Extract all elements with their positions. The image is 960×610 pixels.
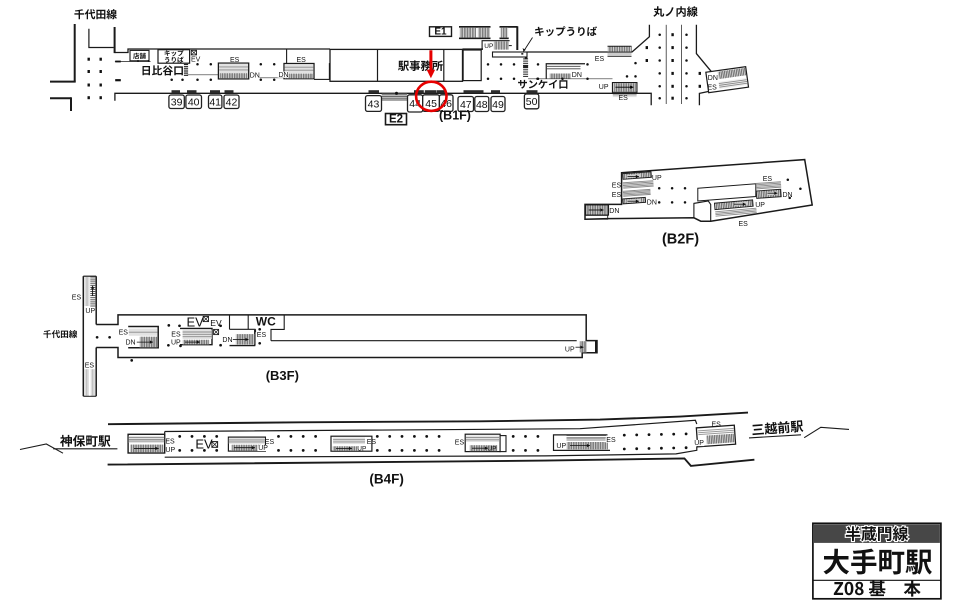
svg-text:40: 40 bbox=[188, 97, 200, 109]
svg-text:DN: DN bbox=[222, 337, 232, 344]
svg-text:E2: E2 bbox=[389, 114, 403, 126]
svg-text:E1: E1 bbox=[434, 27, 447, 38]
svg-text:UP: UP bbox=[599, 84, 609, 91]
svg-text:UP: UP bbox=[165, 447, 175, 454]
svg-text:UP: UP bbox=[694, 440, 704, 447]
svg-text:49: 49 bbox=[492, 99, 504, 111]
svg-text:DN: DN bbox=[609, 208, 619, 215]
svg-text:ES: ES bbox=[72, 294, 82, 301]
svg-text:DN: DN bbox=[708, 75, 718, 82]
svg-text:UP: UP bbox=[565, 346, 575, 353]
svg-text:UP: UP bbox=[357, 445, 366, 452]
svg-text:UP: UP bbox=[85, 308, 95, 315]
svg-text:UP: UP bbox=[258, 445, 268, 452]
svg-text:DN: DN bbox=[783, 192, 793, 199]
svg-text:ES: ES bbox=[257, 332, 267, 339]
svg-text:ES: ES bbox=[367, 439, 377, 446]
svg-text:43: 43 bbox=[368, 98, 380, 110]
svg-text:ES: ES bbox=[85, 363, 95, 370]
svg-text:45: 45 bbox=[425, 98, 437, 110]
svg-text:ES: ES bbox=[739, 221, 749, 228]
svg-text:DN: DN bbox=[250, 72, 260, 79]
svg-text:UP: UP bbox=[487, 446, 496, 453]
svg-text:DN: DN bbox=[279, 72, 289, 79]
svg-text:DN: DN bbox=[126, 340, 136, 347]
svg-text:ES: ES bbox=[595, 56, 605, 63]
svg-text:50: 50 bbox=[526, 96, 538, 108]
svg-text:UP: UP bbox=[755, 202, 765, 209]
svg-text:48: 48 bbox=[476, 99, 488, 111]
svg-text:ES: ES bbox=[612, 183, 622, 190]
svg-text:ES: ES bbox=[230, 57, 240, 64]
svg-text:EV: EV bbox=[187, 315, 205, 330]
svg-text:42: 42 bbox=[226, 97, 238, 109]
svg-text:EV: EV bbox=[191, 56, 201, 63]
svg-text:ES: ES bbox=[763, 176, 773, 183]
svg-text:WC: WC bbox=[256, 315, 276, 329]
svg-text:ES: ES bbox=[297, 57, 307, 64]
svg-text:ES: ES bbox=[119, 330, 129, 337]
svg-text:41: 41 bbox=[209, 97, 221, 109]
svg-text:UP: UP bbox=[556, 443, 566, 450]
svg-text:DN: DN bbox=[647, 200, 657, 207]
svg-text:ES: ES bbox=[619, 95, 629, 102]
svg-text:ES: ES bbox=[165, 439, 175, 446]
svg-text:ES: ES bbox=[455, 440, 465, 447]
svg-text:(B2F): (B2F) bbox=[662, 232, 699, 248]
svg-text:39: 39 bbox=[171, 97, 183, 109]
svg-text:ES: ES bbox=[612, 192, 622, 199]
svg-text:UP: UP bbox=[484, 43, 493, 50]
svg-text:ES: ES bbox=[712, 422, 722, 429]
svg-text:(B4F): (B4F) bbox=[369, 472, 404, 487]
svg-text:DN: DN bbox=[572, 72, 582, 79]
svg-text:(B3F): (B3F) bbox=[266, 368, 299, 383]
svg-text:ES: ES bbox=[171, 331, 181, 338]
svg-text:UP: UP bbox=[652, 175, 662, 182]
svg-text:(B1F): (B1F) bbox=[439, 108, 471, 122]
svg-text:ES: ES bbox=[606, 437, 616, 444]
svg-text:ES: ES bbox=[708, 85, 718, 92]
